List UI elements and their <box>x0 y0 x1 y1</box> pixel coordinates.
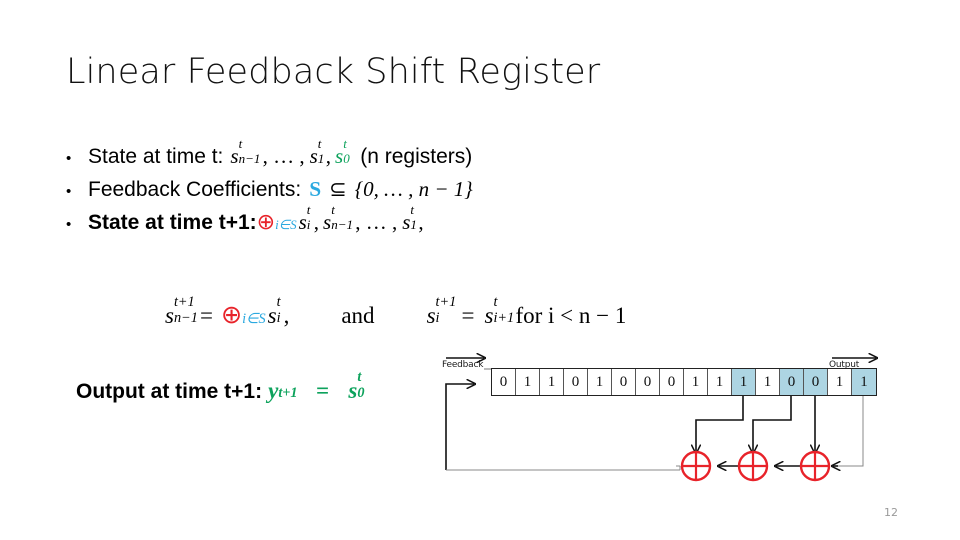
bullet-2-set-body: {0, … , n − 1} <box>354 177 473 201</box>
equation-and-word: and <box>341 303 375 328</box>
bullet-3-comma-2: , <box>418 210 424 234</box>
register-cell: 0 <box>780 369 804 395</box>
xor-symbol-icon: ⊕ <box>256 210 276 235</box>
register-cell: 1 <box>516 369 540 395</box>
equation-equals-2: = <box>461 303 475 328</box>
register-cell: 0 <box>804 369 828 395</box>
output-label: Output at time t+1: <box>76 380 263 403</box>
register-cell: 1 <box>588 369 612 395</box>
bullet-2-subset-icon: ⊆ <box>329 177 347 201</box>
bullet-1-comma: , <box>325 144 332 168</box>
page-number: 12 <box>884 506 898 519</box>
register-cell: 1 <box>684 369 708 395</box>
bullet-1-ellipsis: , … , <box>262 144 305 168</box>
xor-gate <box>737 450 769 482</box>
xor-gate <box>799 450 831 482</box>
equation-condition: for i < n − 1 <box>515 303 627 328</box>
bullet-dot-icon: • <box>66 183 72 200</box>
output-label-diagram: Output <box>829 360 860 370</box>
bullet-1-label: State at time t: <box>88 145 224 168</box>
bullet-2-set-symbol: S <box>309 177 322 201</box>
page-title: Linear Feedback Shift Register <box>66 52 601 92</box>
register-cell: 0 <box>660 369 684 395</box>
register-cell: 1 <box>708 369 732 395</box>
bullet-1-trailing: (n registers) <box>360 145 473 168</box>
register-cell: 1 <box>828 369 852 395</box>
register-cell: 1 <box>732 369 756 395</box>
bullet-3-oplus-subscript: i∈S <box>275 217 297 232</box>
register-cell: 0 <box>612 369 636 395</box>
register-cell: 1 <box>852 369 876 395</box>
bullet-2-label: Feedback Coefficients: <box>88 178 302 201</box>
register-cell: 0 <box>564 369 588 395</box>
equation-equals-1: = <box>199 303 213 328</box>
register-cell: 0 <box>636 369 660 395</box>
register-cell: 0 <box>492 369 516 395</box>
xor-gate <box>680 450 712 482</box>
bullet-dot-icon: • <box>66 216 72 233</box>
bullet-dot-icon: • <box>66 150 72 167</box>
equation-oplus-subscript: i∈S <box>242 311 266 327</box>
bullet-3-label: State at time t+1: <box>88 211 257 234</box>
xor-symbol-icon: ⊕ <box>220 300 243 329</box>
bullet-3-ellipsis: , … , <box>355 210 398 234</box>
bullet-3-comma-1: , <box>313 210 320 234</box>
bullet-item-feedback-coefficients: • Feedback Coefficients: S ⊆ {0, … , n −… <box>66 177 766 202</box>
register-cell: 1 <box>756 369 780 395</box>
feedback-label: Feedback <box>442 360 484 370</box>
equation-comma: , <box>283 303 290 328</box>
register-cell: 1 <box>540 369 564 395</box>
